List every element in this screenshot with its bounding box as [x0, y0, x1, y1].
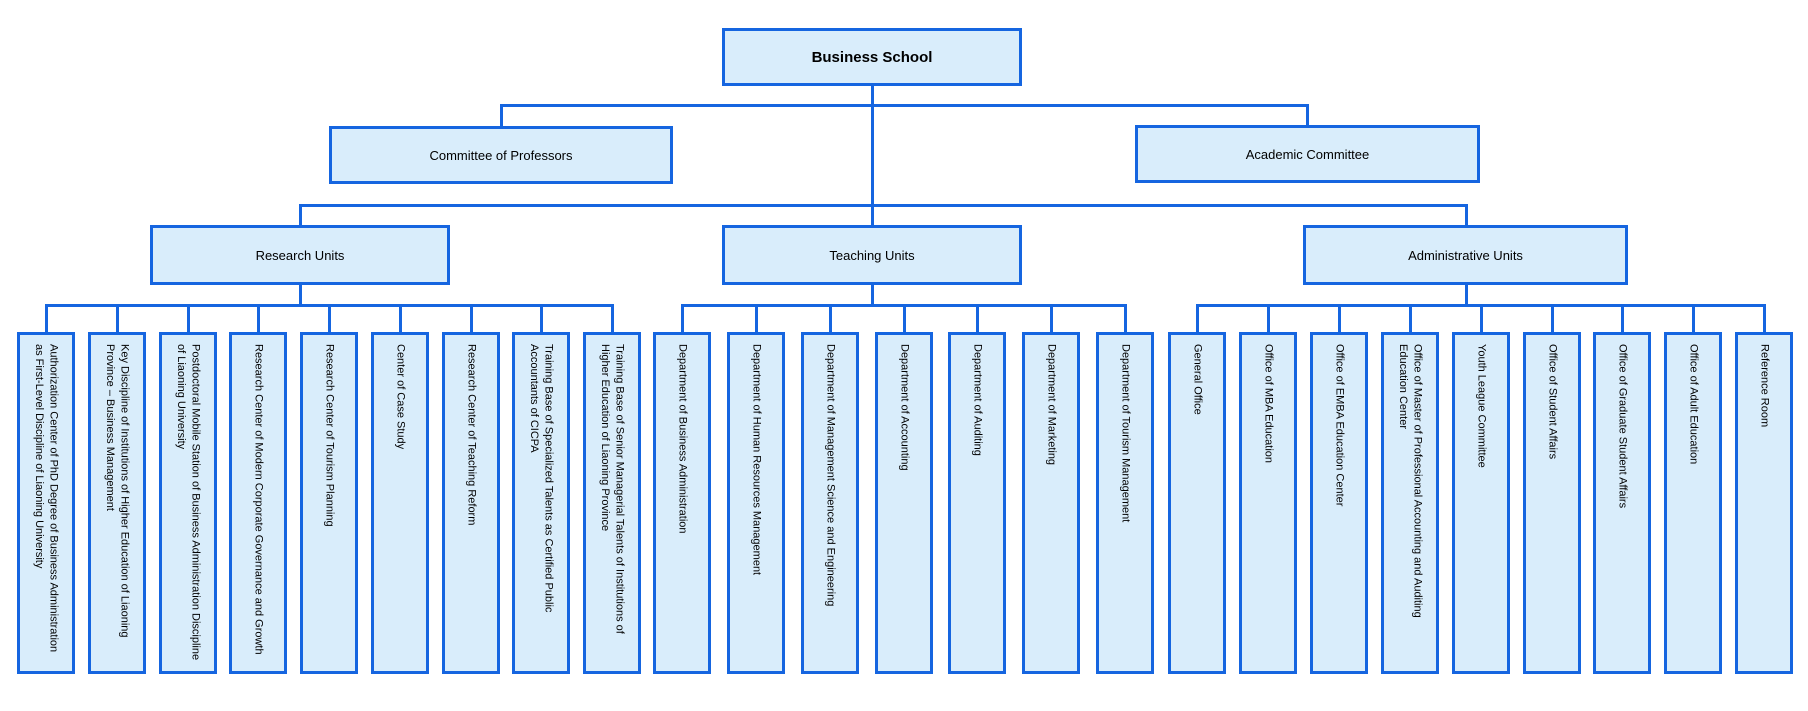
org-child-box: Training Base of Specialized Talents as …	[512, 332, 570, 674]
org-child-box: Department of Management Science and Eng…	[801, 332, 859, 674]
org-child-box: Training Base of Senior Managerial Talen…	[583, 332, 641, 674]
teaching-units-box: Teaching Units	[722, 225, 1022, 285]
connector-line	[1762, 305, 1766, 332]
connector-line	[1266, 305, 1270, 332]
org-child-box: Key Discipline of Institutions of Higher…	[88, 332, 146, 674]
org-child-box: Postdoctoral Mobile Station of Business …	[159, 332, 217, 674]
connector-line	[398, 305, 402, 332]
connector-line	[469, 305, 473, 332]
org-child-box: Office of Student Affairs	[1523, 332, 1581, 674]
connector-line	[1620, 305, 1624, 332]
connector-line	[1479, 305, 1483, 332]
connector-line	[298, 205, 302, 225]
connector-line	[870, 86, 874, 225]
committee-of-professors-box: Committee of Professors	[329, 126, 673, 184]
connector-line	[1049, 305, 1053, 332]
connector-line	[1550, 305, 1554, 332]
connector-line	[1408, 305, 1412, 332]
business-school-box: Business School	[722, 28, 1022, 86]
connector-line	[44, 305, 48, 332]
connector-line	[1464, 285, 1468, 305]
connector-line	[539, 305, 543, 332]
org-child-box: General Office	[1168, 332, 1226, 674]
org-child-box: Department of Auditing	[948, 332, 1006, 674]
connector-line	[1464, 205, 1468, 225]
connector-line	[298, 285, 302, 305]
connector-line	[256, 305, 260, 332]
org-child-box: Reference Room	[1735, 332, 1793, 674]
org-child-box: Office of EMBA Education Center	[1310, 332, 1368, 674]
connector-line	[298, 203, 1468, 207]
connector-line	[870, 285, 874, 305]
org-child-box: Research Center of Modern Corporate Gove…	[229, 332, 287, 674]
org-child-box: Department of Business Administration	[653, 332, 711, 674]
org-child-box: Center of Case Study	[371, 332, 429, 674]
connector-line	[754, 305, 758, 332]
org-child-box: Office of Master of Professional Account…	[1381, 332, 1439, 674]
connector-line	[610, 305, 614, 332]
connector-line	[115, 305, 119, 332]
research-units-box: Research Units	[150, 225, 450, 285]
org-child-box: Department of Human Resources Management	[727, 332, 785, 674]
connector-line	[1123, 305, 1127, 332]
connector-line	[975, 305, 979, 332]
connector-line	[327, 305, 331, 332]
org-child-box: Office of MBA Education	[1239, 332, 1297, 674]
org-child-box: Department of Accounting	[875, 332, 933, 674]
connector-line	[828, 305, 832, 332]
connector-line	[1337, 305, 1341, 332]
connector-line	[680, 305, 684, 332]
connector-line	[1195, 305, 1199, 332]
connector-line	[186, 305, 190, 332]
org-child-box: Office of Adult Education	[1664, 332, 1722, 674]
connector-line	[499, 105, 503, 126]
connector-line	[499, 103, 1309, 107]
administrative-units-box: Administrative Units	[1303, 225, 1628, 285]
academic-committee-box: Academic Committee	[1135, 125, 1480, 183]
connector-line	[1691, 305, 1695, 332]
connector-line	[1305, 105, 1309, 125]
org-child-box: Office of Graduate Student Affairs	[1593, 332, 1651, 674]
org-child-box: Department of Tourism Management	[1096, 332, 1154, 674]
connector-line	[902, 305, 906, 332]
org-child-box: Research Center of Teaching Reform	[442, 332, 500, 674]
org-child-box: Youth League Committee	[1452, 332, 1510, 674]
org-child-box: Research Center of Tourism Planning	[300, 332, 358, 674]
org-child-box: Department of Marketing	[1022, 332, 1080, 674]
org-child-box: Authorization Center of PhD Degree of Bu…	[17, 332, 75, 674]
